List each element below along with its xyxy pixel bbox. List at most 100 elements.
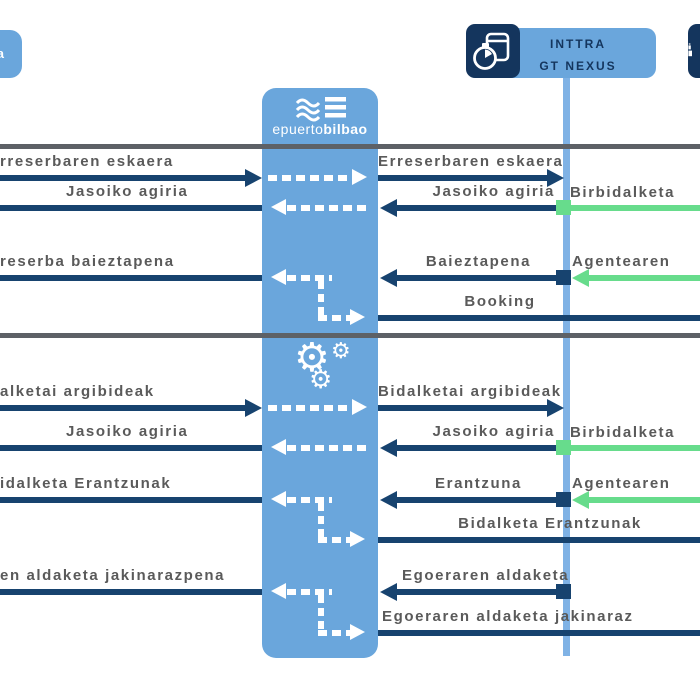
dashed-flow-line bbox=[268, 405, 352, 411]
inttra-label-line1: INTTRA bbox=[550, 37, 606, 51]
forward-line-green bbox=[588, 497, 700, 503]
message-line bbox=[0, 175, 246, 181]
message-line bbox=[0, 275, 262, 281]
arrowhead-right bbox=[547, 399, 564, 417]
ship-icon bbox=[688, 43, 692, 57]
inttra-node bbox=[500, 28, 656, 78]
message-label: en aldaketa jakinarazpena bbox=[0, 567, 226, 584]
message-label: alketai argibideak bbox=[0, 383, 155, 400]
message-line bbox=[0, 445, 262, 451]
arrowhead-left bbox=[380, 269, 397, 287]
message-label: Erantzuna bbox=[435, 475, 522, 492]
timed-container-icon bbox=[466, 24, 520, 78]
message-label: reserba baieztapena bbox=[0, 253, 175, 270]
message-label: Bidalketai argibideak bbox=[378, 383, 562, 400]
gear-icon-large: ⚙ bbox=[294, 335, 330, 381]
inttra-label-line2: GT NEXUS bbox=[539, 59, 617, 73]
message-label: Booking bbox=[464, 293, 536, 310]
message-line bbox=[378, 175, 548, 181]
arrowhead-right bbox=[245, 399, 262, 417]
message-label: Erreserbaren eskaera bbox=[378, 153, 564, 170]
message-label: Jasoiko agiria bbox=[66, 183, 189, 200]
port-name-light: epuerto bbox=[272, 121, 324, 137]
message-line bbox=[0, 497, 262, 503]
message-label: Egoeraren aldaketa jakinaraz bbox=[382, 608, 634, 625]
dashed-flow-arrowhead-right bbox=[352, 399, 367, 415]
message-label: Egoeraren aldaketa bbox=[402, 567, 570, 584]
dashed-flow-elbow bbox=[318, 595, 324, 629]
relay-marker-navy bbox=[556, 584, 571, 599]
dashed-flow-elbow bbox=[318, 281, 324, 315]
partner-node-label-fragment: a bbox=[0, 46, 4, 61]
dashed-flow-line bbox=[287, 205, 368, 211]
dashed-flow-line bbox=[318, 630, 350, 636]
arrowhead-right bbox=[245, 169, 262, 187]
message-line bbox=[397, 205, 557, 211]
dashed-flow-arrowhead-left bbox=[271, 439, 286, 455]
section-divider-top bbox=[0, 144, 700, 149]
dashed-flow-arrowhead-right bbox=[350, 309, 365, 325]
dashed-flow-arrowhead-right bbox=[350, 531, 365, 547]
section-divider-middle bbox=[0, 333, 700, 338]
forward-line-green bbox=[571, 445, 700, 451]
message-label: Birbidalketa bbox=[570, 184, 676, 201]
message-label: Baieztapena bbox=[425, 253, 532, 270]
dashed-flow-arrowhead-right bbox=[350, 624, 365, 640]
carrier-node-right-partial bbox=[688, 24, 700, 78]
message-label: Bidalketa Erantzunak bbox=[458, 515, 642, 532]
message-label: Agentearen bbox=[572, 253, 671, 270]
relay-marker-navy bbox=[556, 270, 571, 285]
message-line bbox=[378, 315, 700, 321]
arrowhead-left bbox=[380, 439, 397, 457]
dashed-flow-line bbox=[318, 537, 350, 543]
arrowhead-left bbox=[380, 199, 397, 217]
relay-marker-green bbox=[556, 440, 571, 455]
message-line bbox=[0, 205, 262, 211]
gear-icon-small-top: ⚙ bbox=[331, 339, 351, 364]
relay-marker-green bbox=[556, 200, 571, 215]
dashed-flow-arrowhead-left bbox=[271, 491, 286, 507]
dashed-flow-line bbox=[287, 445, 368, 451]
forward-line-green bbox=[571, 205, 700, 211]
port-logo-waves-icon bbox=[295, 97, 346, 122]
dashed-flow-arrowhead-left bbox=[271, 269, 286, 285]
dashed-flow-arrowhead-left bbox=[271, 583, 286, 599]
dashed-flow-line bbox=[287, 589, 332, 595]
dashed-flow-elbow bbox=[318, 503, 324, 537]
relay-marker-navy bbox=[556, 492, 571, 507]
message-line bbox=[0, 589, 262, 595]
message-label: idalketa Erantzunak bbox=[0, 475, 172, 492]
green-arrowhead-left bbox=[572, 491, 589, 509]
arrowhead-left bbox=[380, 491, 397, 509]
partner-node-left-partial: a bbox=[0, 30, 22, 78]
dashed-flow-line bbox=[268, 175, 352, 181]
arrowhead-left bbox=[380, 583, 397, 601]
message-label: rreserbaren eskaera bbox=[0, 153, 174, 170]
message-label: Jasoiko agiria bbox=[66, 423, 189, 440]
dashed-flow-arrowhead-left bbox=[271, 199, 286, 215]
message-line bbox=[397, 445, 557, 451]
message-line bbox=[378, 630, 700, 636]
gear-icon-small-bottom: ⚙ bbox=[309, 365, 333, 395]
timed-container-icon-glyph bbox=[473, 32, 510, 70]
message-line bbox=[0, 405, 246, 411]
port-name: epuertobilbao bbox=[262, 121, 378, 137]
message-label: Jasoiko agiria bbox=[432, 423, 555, 440]
dashed-flow-line bbox=[287, 275, 332, 281]
message-line bbox=[378, 405, 548, 411]
message-line bbox=[397, 275, 557, 281]
green-arrowhead-left bbox=[572, 269, 589, 287]
message-label: Jasoiko agiria bbox=[432, 183, 555, 200]
message-label: Birbidalketa bbox=[570, 424, 676, 441]
arrowhead-right bbox=[547, 169, 564, 187]
lifeline-inttra bbox=[563, 78, 570, 656]
forward-line-green bbox=[588, 275, 700, 281]
message-line bbox=[397, 497, 557, 503]
dashed-flow-line bbox=[287, 497, 332, 503]
dashed-flow-arrowhead-right bbox=[352, 169, 367, 185]
message-line bbox=[397, 589, 557, 595]
message-line bbox=[378, 537, 700, 543]
port-name-bold: bilbao bbox=[323, 121, 368, 137]
dashed-flow-line bbox=[318, 315, 350, 321]
